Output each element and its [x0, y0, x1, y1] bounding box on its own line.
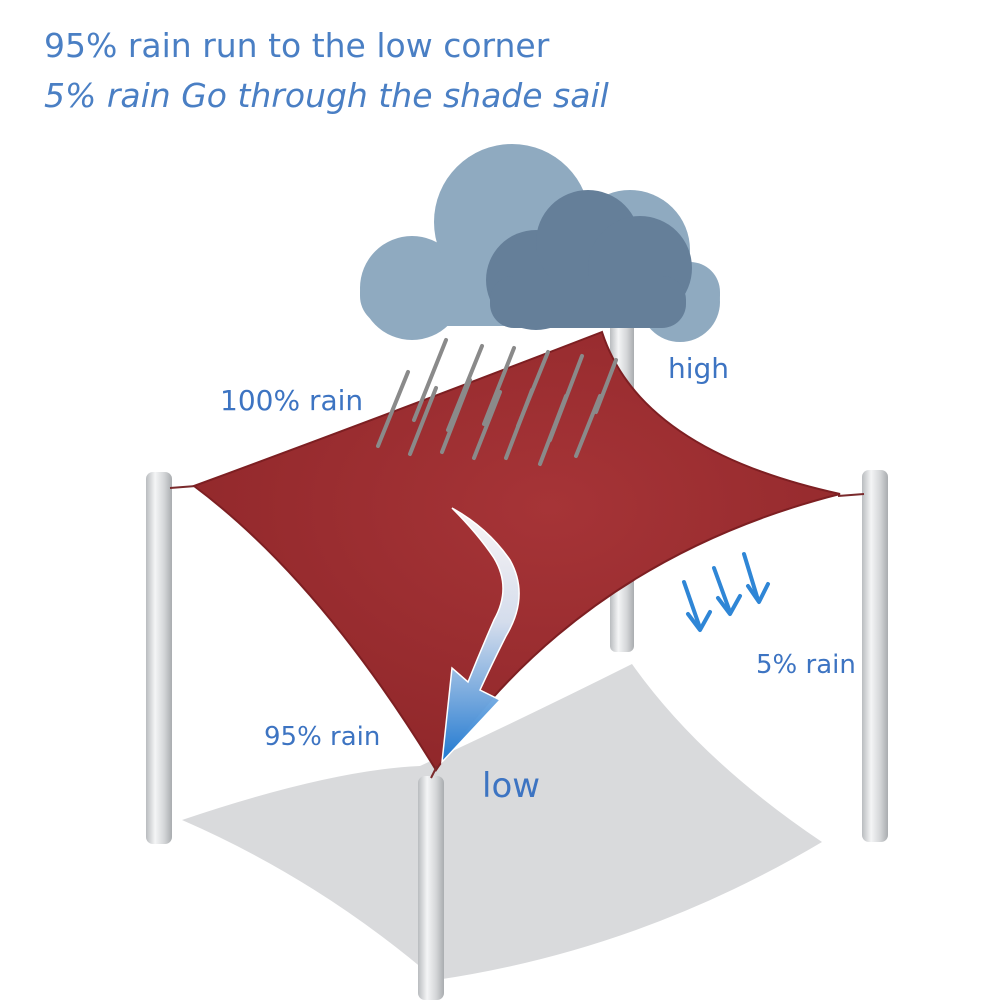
headline-line-1: 95% rain run to the low corner [44, 26, 550, 65]
down-arrow-icon [682, 552, 770, 632]
cable-front [430, 765, 438, 779]
label-high: high [668, 352, 730, 385]
label-low: low [482, 766, 541, 806]
pole-left [146, 472, 172, 844]
label-95-rain: 95% rain [264, 722, 381, 752]
curved-arrow-icon [441, 507, 520, 765]
pole-right [862, 470, 888, 842]
cloud-icon [360, 144, 720, 342]
rain-streaks [376, 338, 618, 466]
label-100-rain: 100% rain [220, 384, 364, 417]
cable-left [169, 485, 197, 489]
cable-right [837, 493, 865, 497]
ground-shadow [182, 664, 822, 980]
headline-line-2: 5% rain Go through the shade sail [44, 76, 609, 115]
label-5-rain: 5% rain [756, 650, 856, 680]
pole-front [418, 776, 444, 1000]
